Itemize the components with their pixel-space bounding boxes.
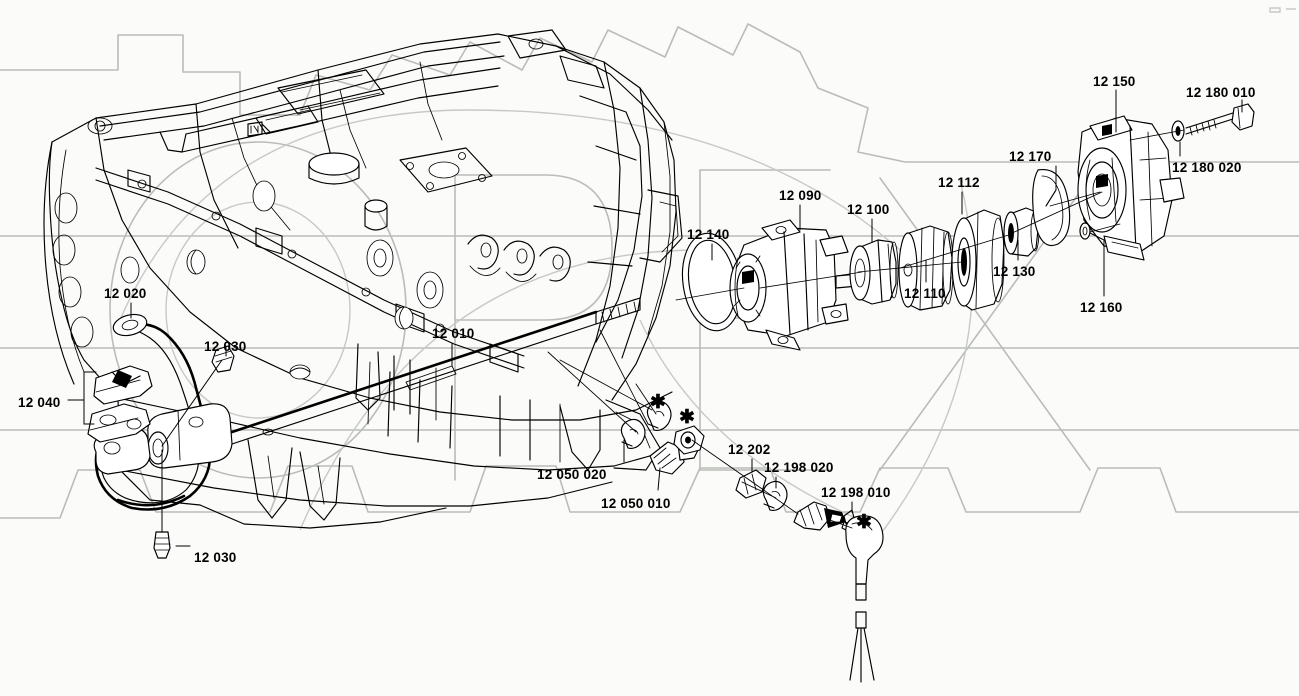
retaining-clip-small: [762, 480, 788, 511]
dowel-pin-upper: [211, 345, 235, 373]
part-label-12-110: 12 110: [904, 286, 946, 301]
part-label-12-160: 12 160: [1080, 300, 1123, 315]
part-label-12-030-lower: 12 030: [194, 550, 237, 565]
roll-pin: [735, 469, 767, 499]
pump-body: [1077, 115, 1185, 261]
spacer-sleeve: [1003, 207, 1040, 257]
asterisk-marker-3: ✱: [856, 512, 872, 533]
part-label-12-198-020: 12 198 020: [764, 460, 834, 475]
part-label-12-112: 12 112: [938, 175, 980, 190]
retaining-clip-asterisked: [646, 400, 672, 431]
cam-ring: [951, 209, 1005, 311]
part-label-12-180-020: 12 180 020: [1172, 160, 1242, 175]
part-label-12-050-010: 12 050 010: [601, 496, 671, 511]
asterisk-marker-2: ✱: [679, 407, 695, 428]
part-label-12-020: 12 020: [104, 286, 147, 301]
part-label-12-040: 12 040: [18, 395, 61, 410]
part-label-12-050-020: 12 050 020: [537, 467, 607, 482]
part-label-12-140: 12 140: [687, 227, 730, 242]
part-label-12-010: 12 010: [432, 326, 475, 341]
part-label-12-100: 12 100: [847, 202, 890, 217]
sensor-connector: [793, 501, 855, 533]
transmission-housing: [43, 29, 683, 529]
part-label-12-180-010: 12 180 010: [1186, 85, 1256, 100]
plug-head-asterisked: [673, 425, 705, 455]
part-label-12-130: 12 130: [993, 264, 1036, 279]
part-label-12-198-010: 12 198 010: [821, 485, 891, 500]
connector-boot: [845, 515, 884, 683]
asterisk-marker-1: ✱: [650, 392, 666, 413]
shift-fork-lever: [93, 313, 233, 511]
part-label-12-202: 12 202: [728, 442, 771, 457]
gasket-ring: [1032, 169, 1071, 246]
part-label-12-090: 12 090: [779, 188, 822, 203]
part-label-12-150: 12 150: [1093, 74, 1136, 89]
hex-bolt: [1185, 103, 1255, 136]
part-label-12-030-upper: 12 030: [204, 339, 247, 354]
dowel-pin-lower: [153, 531, 171, 559]
pump-housing: [729, 219, 859, 351]
leader-lines: [130, 89, 1243, 547]
bushing: [849, 239, 899, 305]
o-ring-small: [1079, 222, 1091, 240]
mounting-bracket-set: [67, 365, 153, 443]
retaining-clip: [620, 418, 646, 449]
part-label-12-170: 12 170: [1009, 149, 1052, 164]
